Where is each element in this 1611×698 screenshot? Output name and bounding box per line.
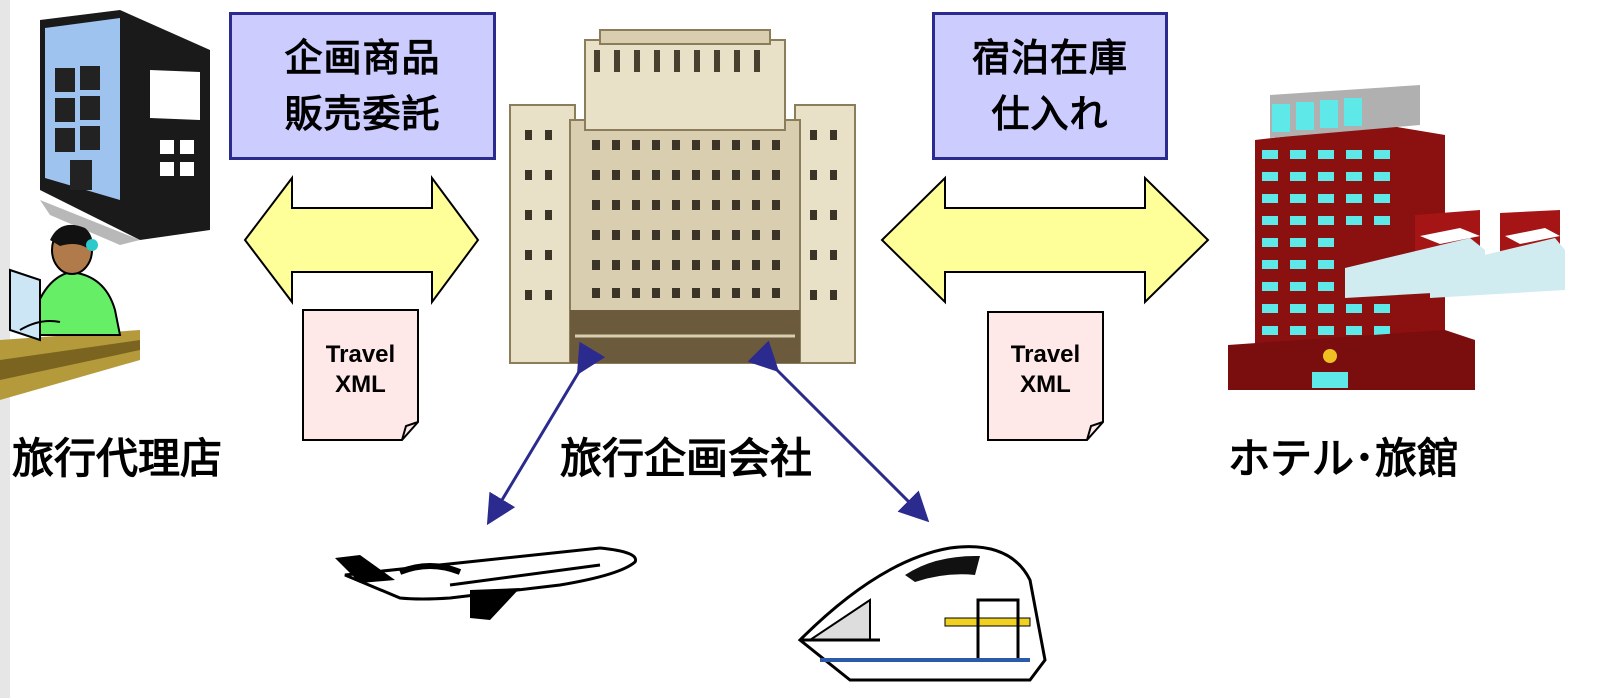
left-xml-line2: XML xyxy=(335,371,386,398)
right-xml-line1: Travel xyxy=(1010,341,1081,368)
procurement-line2: 仕入れ xyxy=(991,92,1109,136)
hotel-label: ホテル･旅館 xyxy=(1228,434,1460,483)
hotel-icon xyxy=(1228,85,1565,390)
consignment-line2: 販売委託 xyxy=(284,92,441,136)
left-xml-line1: Travel xyxy=(325,341,396,368)
office-building-icon xyxy=(40,10,210,245)
right-xml-line2: XML xyxy=(1020,371,1071,398)
right-xml-label: Travel XML xyxy=(988,340,1103,400)
train-icon xyxy=(797,545,1047,682)
right-double-arrow xyxy=(880,175,1210,305)
right-xml-document-icon xyxy=(987,311,1104,441)
company-label: 旅行企画会社 xyxy=(560,434,813,483)
hq-to-train-connector xyxy=(747,340,930,523)
agent-woman-icon xyxy=(0,224,140,400)
agency-label: 旅行代理店 xyxy=(12,434,223,483)
procurement-box: 宿泊在庫 仕入れ xyxy=(932,12,1168,160)
left-xml-label: Travel XML xyxy=(303,340,418,400)
left-xml-document-icon xyxy=(302,309,419,441)
consignment-box: 企画商品 販売委託 xyxy=(229,12,496,160)
procurement-line1: 宿泊在庫 xyxy=(971,36,1128,80)
airplane-icon xyxy=(335,546,638,620)
hq-to-airplane-connector xyxy=(486,341,606,526)
hq-building-icon xyxy=(509,29,856,364)
left-double-arrow xyxy=(243,174,480,306)
consignment-line1: 企画商品 xyxy=(284,36,441,80)
